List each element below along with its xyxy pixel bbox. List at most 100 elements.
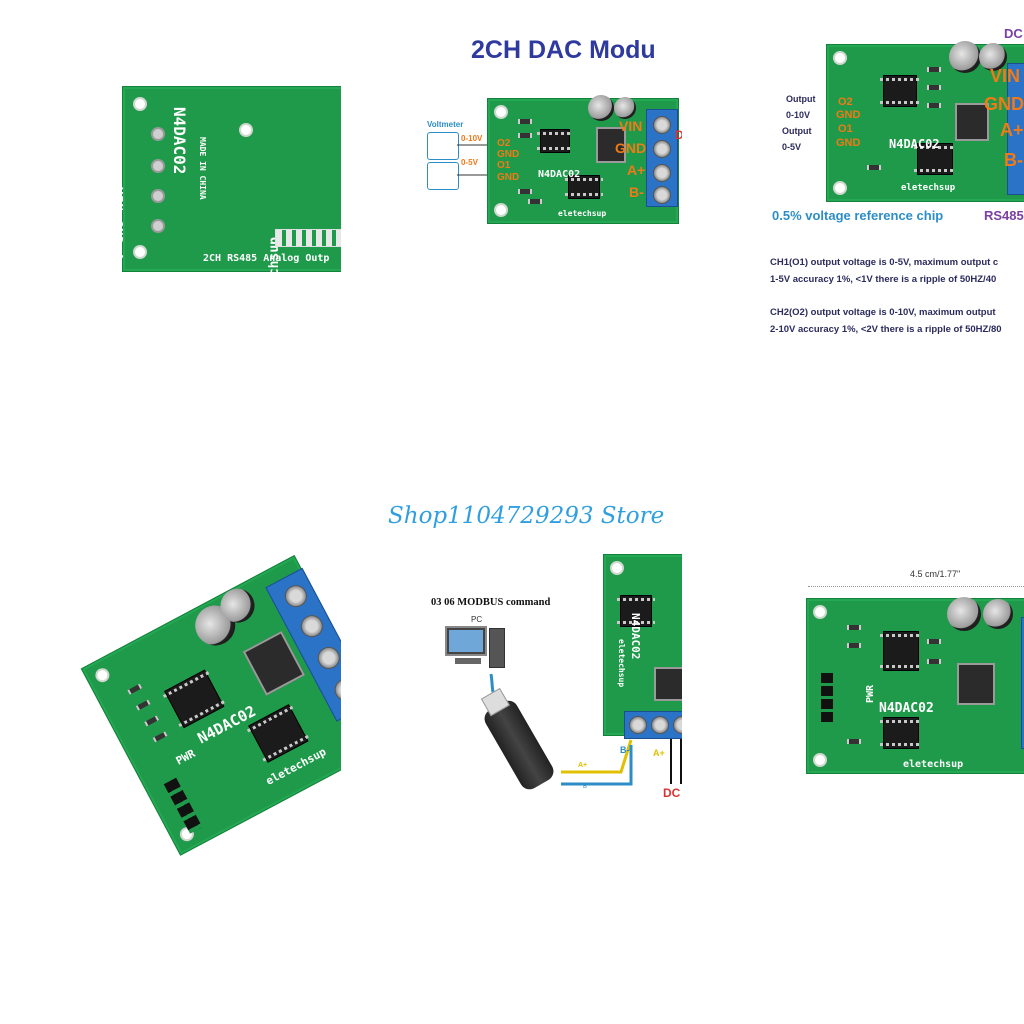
adapter-label-b: B [583,784,588,790]
board-brand: eletechsup [903,759,964,770]
wire-label-a-plus: A+ [653,748,665,758]
output-range-2: 0-5V [782,142,802,152]
board-brand: eletechsup [901,183,956,193]
screw [296,611,327,642]
screw [330,674,341,705]
mount-hole [239,123,253,137]
dimension-line [808,586,1024,587]
board-model: N4DAC02 [889,137,940,151]
mount-hole [92,665,112,685]
pcb-board: N4DAC02 eletechsup [603,554,682,739]
voltmeter-box-2 [427,162,459,190]
board-model: N4DAC02 [879,701,934,716]
screw [313,643,341,673]
smd-part [927,67,941,72]
diagram-title: 2CH DAC Modu [471,36,656,64]
modbus-command-label: 03 06 MODBUS command [431,597,551,608]
smd-part [927,639,941,644]
product-dimension-photo: 4.5 cm/1.77" N4DAC02 eletechsup PWR [682,540,1024,880]
mount-hole [813,753,827,767]
screw [629,716,647,734]
header-strip [275,229,341,247]
pin-a-plus: A+ [627,162,646,178]
pin-b-minus: B- [1004,150,1023,170]
solder-pad [151,127,165,141]
voltage-regulator [654,667,682,701]
screw [673,716,682,734]
ic-chip [248,704,309,763]
smd-part [518,119,532,124]
screw-terminal [1021,617,1024,749]
screw-terminal [1007,63,1024,195]
board-brand: eletechsup [558,209,607,218]
ic-chip [880,631,922,671]
solder-pad [151,159,165,173]
capacitor [949,41,981,73]
silk-a: A+ [111,252,125,270]
ch1-spec-line-2: 1-5V accuracy 1%, <1V there is a ripple … [770,274,997,285]
pcb-board: VIN GND A+ B- N4DAC02 MADE IN CHINA elet… [111,86,341,315]
mount-hole [494,105,508,119]
edge-label: D [675,128,682,142]
smd-part [144,715,159,727]
mount-hole [494,203,508,217]
wire-label-b-minus: B- [620,745,630,755]
pin-gnd-1: GND [497,149,520,160]
smd-part [847,739,861,744]
board-brand: eletechsup [267,237,282,316]
ic-chip [537,129,573,153]
ch1-spec-line-1: CH1(O1) output voltage is 0-5V, maximum … [770,257,999,268]
board-made-in: MADE IN CHINA [198,137,207,200]
silk-vin: VIN [111,187,125,212]
voltage-regulator [955,103,989,141]
screw [653,164,671,182]
capacitor [614,97,636,119]
pin-vin: VIN [619,118,643,134]
capacitor [979,43,1007,71]
ic-chip [880,75,920,107]
output-label-2: Output [782,126,812,136]
pin-o2: O2 [838,96,853,108]
pc-label: PC [471,615,483,624]
board-brand: eletechsup [617,639,626,688]
screw [281,581,311,612]
mount-hole [833,181,847,195]
screw [653,116,671,134]
pin-gnd-2: GND [836,137,861,149]
pin-b-minus: B- [629,184,644,200]
mount-hole [133,245,147,259]
ic-chip [565,175,603,199]
pin-header [163,777,203,834]
screw-terminal [624,711,682,739]
smd-part [847,643,861,648]
usb-cable [489,673,682,786]
screw [651,716,669,734]
dimension-label: 4.5 cm/1.77" [910,569,961,579]
ic-chip [617,595,655,627]
mount-hole [813,605,827,619]
smd-part [518,189,532,194]
mount-hole [133,97,147,111]
pcb-board: N4DAC02 eletechsup [487,95,679,224]
solder-pad [151,219,165,233]
range-0-5v: 0-5V [461,158,478,167]
voltage-regulator [596,127,626,163]
capacitor [947,597,981,631]
ic-chip [880,717,922,749]
product-wiring-diagram: 2CH DAC Modu Voltmeter 0-10V 0-5V N4DAC0… [341,0,682,340]
mount-hole [610,561,624,575]
smd-part [528,199,542,204]
output-range-1: 0-10V [786,110,811,120]
pin-gnd-1: GND [836,109,861,121]
solder-pad [151,189,165,203]
dc-label: DC [663,786,681,800]
pin-o2: O2 [497,138,511,149]
capacitor [983,599,1013,629]
screw [653,140,671,158]
product-spec-panel: DC Output 0-10V Output 0-5V N4DAC02 elet… [682,0,1024,340]
rs485-label: RS485 [984,208,1024,223]
voltmeter-label: Voltmeter [427,120,464,129]
dc-label: DC [1004,26,1023,41]
pcb-board: N4DAC02 eletechsup PWR [80,555,341,856]
voltmeter-box-1 [427,132,459,160]
